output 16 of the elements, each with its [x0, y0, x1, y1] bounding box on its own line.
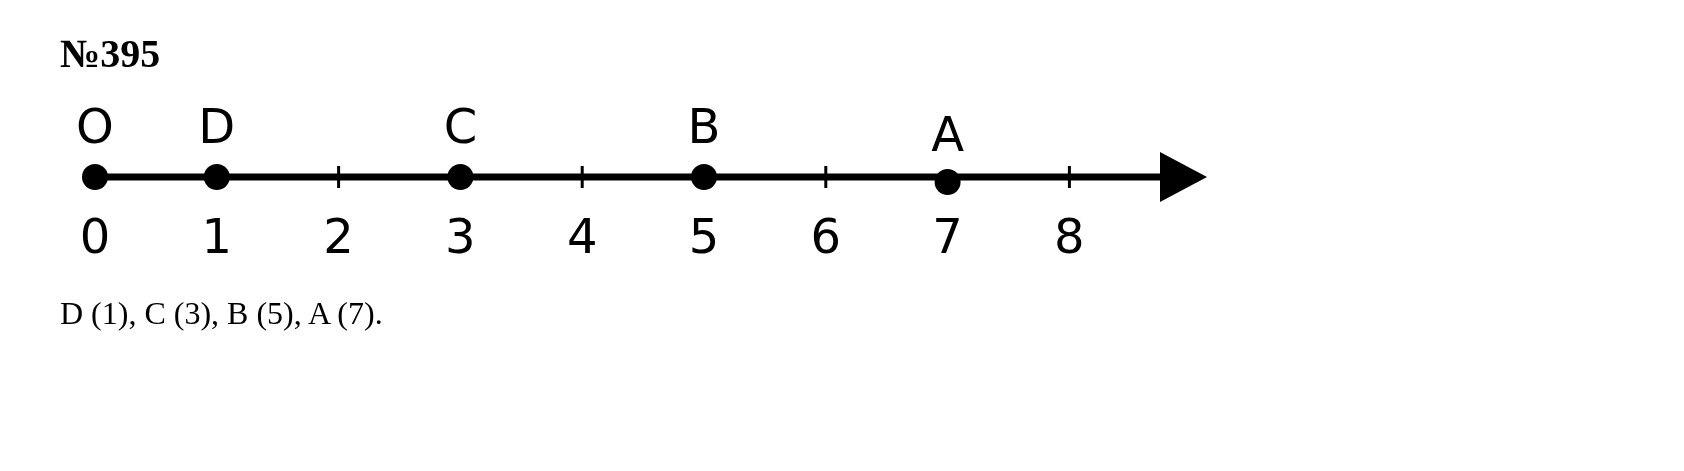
tick-number: 8 [1054, 212, 1085, 260]
tick-number: 3 [445, 212, 476, 260]
tick-number: 1 [201, 212, 233, 260]
tick-number: 0 [79, 212, 111, 260]
answer-text: D (1), C (3), B (5), A (7). [60, 295, 383, 332]
tick-number: 7 [932, 212, 963, 260]
point-letter: C [443, 102, 478, 150]
tick-number: 2 [323, 212, 354, 260]
tick-number: 5 [688, 212, 720, 260]
tick-number: 6 [810, 212, 842, 260]
point-letter: B [687, 102, 721, 150]
point-letter: O [76, 102, 114, 150]
exercise-number: №395 [60, 30, 161, 77]
point-letter: D [198, 102, 236, 150]
point-letter: A [931, 110, 964, 158]
tick-number: 4 [566, 212, 598, 260]
